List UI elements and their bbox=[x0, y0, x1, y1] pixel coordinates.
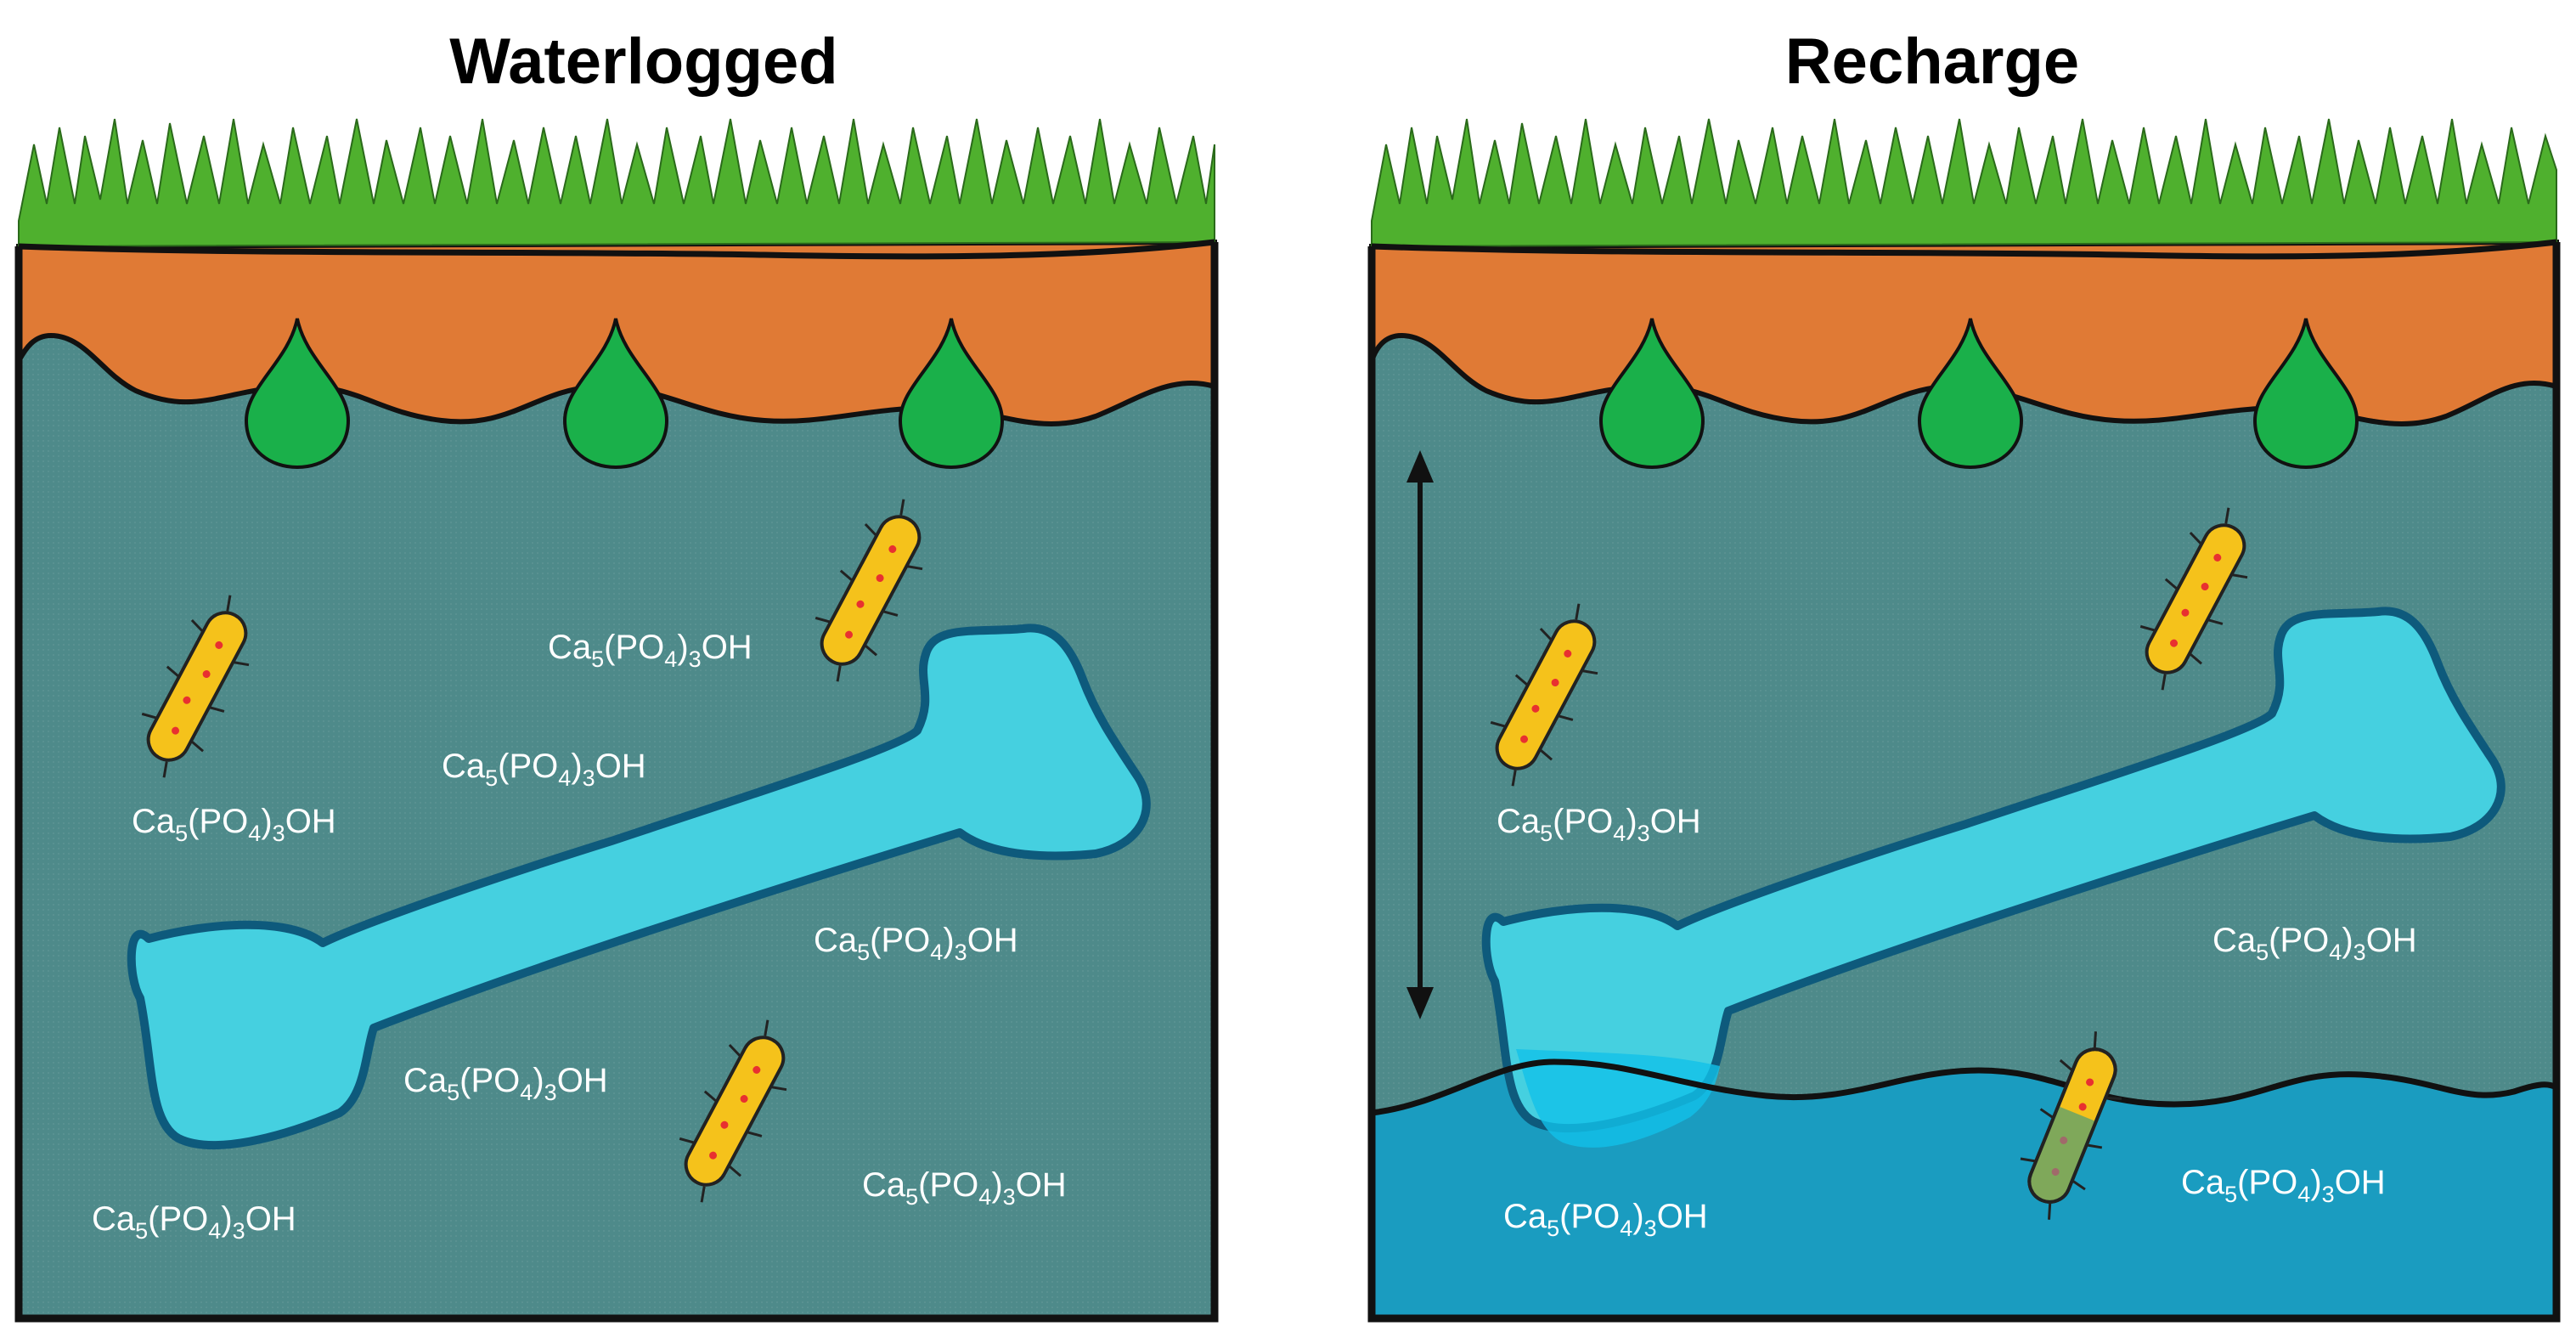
panel-title-waterlogged: Waterlogged bbox=[449, 25, 838, 98]
panel-waterlogged: Ca5(PO4)3OH Ca5(PO4)3OH Ca5(PO4)3OH Ca5(… bbox=[14, 118, 1219, 1323]
panel-title-recharge: Recharge bbox=[1784, 25, 2080, 98]
svg-text:Ca5(PO4)3OH: Ca5(PO4)3OH bbox=[442, 748, 646, 791]
grass-layer bbox=[18, 118, 1215, 248]
formula-label: Ca5(PO4)3OH bbox=[2181, 1164, 2386, 1207]
panel-frame bbox=[1367, 242, 2561, 1323]
svg-text:Ca5(PO4)3OH: Ca5(PO4)3OH bbox=[2181, 1164, 2386, 1207]
panel-recharge: Ca5(PO4)3OH Ca5(PO4)3OH Ca5(PO4)3OH Ca5(… bbox=[1367, 118, 2561, 1323]
formula-label: Ca5(PO4)3OH bbox=[1503, 1198, 1708, 1241]
bacterium-partially-submerged bbox=[2020, 1031, 2122, 1220]
grass-layer bbox=[1371, 118, 2557, 248]
svg-text:Ca5(PO4)3OH: Ca5(PO4)3OH bbox=[862, 1166, 1067, 1210]
formula-label: Ca5(PO4)3OH bbox=[403, 1062, 608, 1105]
water-table-line bbox=[1371, 1058, 2558, 1116]
svg-text:Ca5(PO4)3OH: Ca5(PO4)3OH bbox=[2212, 922, 2417, 965]
formula-label: Ca5(PO4)3OH bbox=[132, 803, 336, 846]
water-table-fluctuation-arrow bbox=[1406, 450, 1434, 1019]
panel-frame bbox=[14, 242, 1219, 1323]
formula-label: Ca5(PO4)3OH bbox=[92, 1200, 296, 1244]
formula-label: Ca5(PO4)3OH bbox=[442, 748, 646, 791]
bone bbox=[127, 624, 1151, 1150]
formula-label: Ca5(PO4)3OH bbox=[548, 629, 753, 672]
bone-submerged-part bbox=[1516, 1049, 1720, 1148]
svg-text:Ca5(PO4)3OH: Ca5(PO4)3OH bbox=[403, 1062, 608, 1105]
svg-text:Ca5(PO4)3OH: Ca5(PO4)3OH bbox=[814, 922, 1018, 965]
formula-label: Ca5(PO4)3OH bbox=[2212, 922, 2417, 965]
formula-label: Ca5(PO4)3OH bbox=[862, 1166, 1067, 1210]
svg-text:Ca5(PO4)3OH: Ca5(PO4)3OH bbox=[132, 803, 336, 846]
svg-text:Ca5(PO4)3OH: Ca5(PO4)3OH bbox=[92, 1200, 296, 1244]
formula-label: Ca5(PO4)3OH bbox=[1497, 803, 1701, 846]
formula-label: Ca5(PO4)3OH bbox=[814, 922, 1018, 965]
svg-text:Ca5(PO4)3OH: Ca5(PO4)3OH bbox=[548, 629, 753, 672]
svg-text:Ca5(PO4)3OH: Ca5(PO4)3OH bbox=[1497, 803, 1701, 846]
svg-text:Ca5(PO4)3OH: Ca5(PO4)3OH bbox=[1503, 1198, 1708, 1241]
